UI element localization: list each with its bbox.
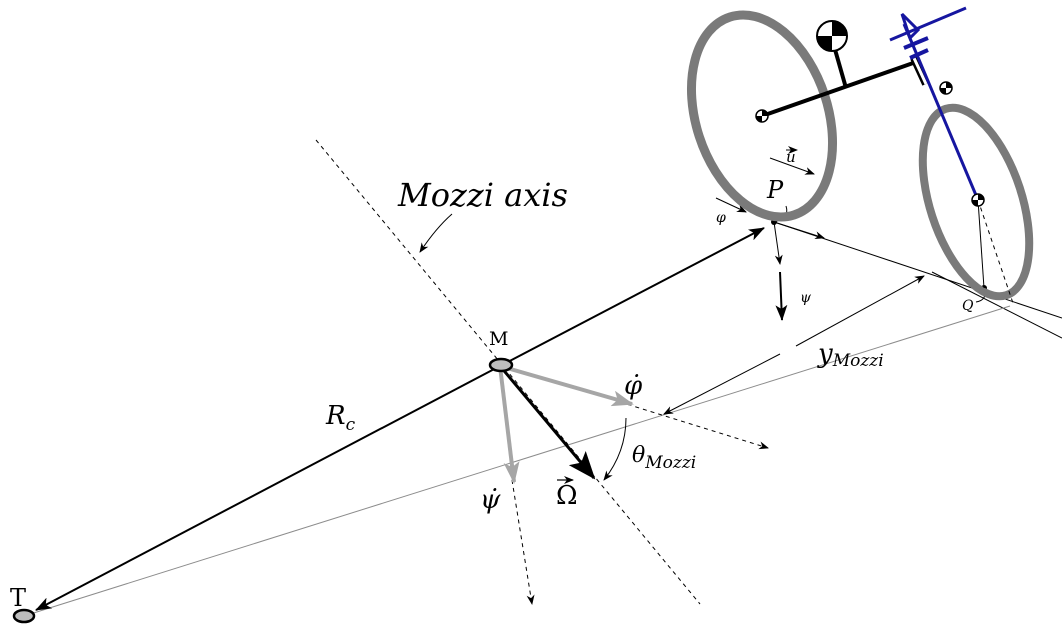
rear-frame-bar	[761, 60, 917, 118]
front-hub-dashed-line	[977, 199, 1015, 307]
phi-label-at-P: φ	[716, 210, 726, 226]
ground-tangent-line	[773, 221, 1062, 319]
radius-line-M-to-P	[499, 227, 765, 367]
point-P-label: P	[766, 176, 784, 204]
u-arrow-near-P	[769, 157, 815, 175]
grey-line-T-to-Q	[23, 305, 1011, 617]
bicycle	[686, 6, 1034, 307]
forward-arrow-at-P	[773, 221, 825, 240]
point-M-label: M	[489, 328, 508, 350]
psi-dot-label: ψ̇	[480, 485, 501, 515]
phi-dot-vector	[499, 364, 634, 407]
rear-hub-icon	[755, 109, 769, 123]
radius-line-M-to-T	[35, 365, 501, 611]
front-wheel-tangent-line	[931, 271, 1062, 339]
fork-clamp-bottom	[909, 48, 929, 60]
omega-vector	[498, 365, 596, 480]
phi-dot-direction-dashed	[619, 401, 769, 450]
front-assembly-com-icon	[939, 81, 953, 95]
front-hub-radius-line	[977, 199, 985, 289]
handlebar	[889, 6, 967, 42]
mozzi-axis-pointer	[419, 213, 453, 253]
head-tube-clamp-inner	[912, 57, 928, 85]
center-of-mass-icon	[816, 20, 848, 52]
phi-arrow-at-P	[715, 197, 747, 213]
y-mozzi-dimension-arrow-a	[795, 275, 925, 347]
y-mozzi-dimension-arrow-b	[663, 353, 781, 415]
point-T-marker	[12, 608, 36, 624]
theta-mozzi-label: θMozzi	[632, 443, 696, 473]
mozzi-axis-label: Mozzi axis	[397, 176, 568, 214]
phi-dot-label: φ̇	[624, 371, 643, 401]
psi-dot-direction-dashed	[511, 479, 535, 605]
front-wheel	[918, 103, 1034, 301]
point-Q-label: Q	[962, 298, 974, 314]
u-vector-label: u	[786, 148, 796, 166]
point-M-marker	[488, 357, 514, 373]
psi-label-at-P: ψ	[800, 290, 812, 306]
y-mozzi-label: yMozzi	[817, 339, 884, 371]
steering-triangle	[900, 12, 921, 41]
point-T-label: T	[10, 584, 26, 612]
front-hub-icon	[971, 193, 985, 207]
theta-mozzi-arc	[603, 417, 627, 481]
psi-arrow-at-P-long	[775, 271, 788, 321]
fork-clamp-top	[903, 36, 929, 50]
omega-label: Ω	[556, 481, 578, 511]
radius-label: Rc	[325, 401, 356, 435]
seat-post	[832, 45, 848, 89]
psi-dot-vector	[498, 365, 520, 484]
psi-arrow-at-P-short	[773, 221, 783, 265]
